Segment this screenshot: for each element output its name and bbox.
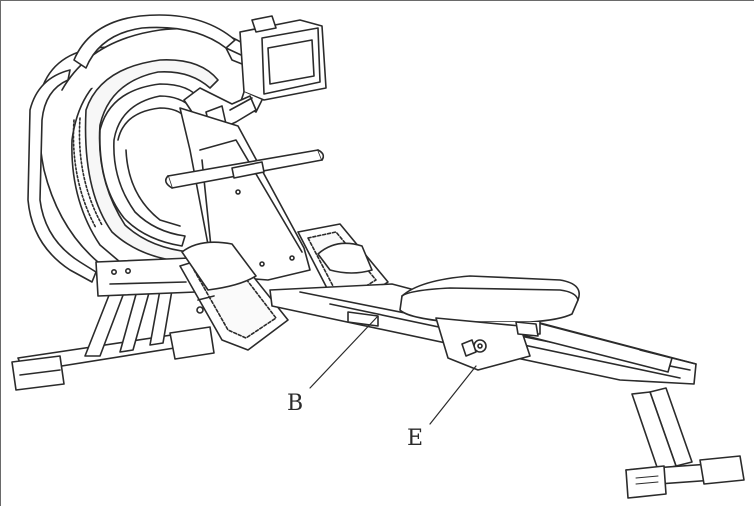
callout-leader-e [429,365,477,425]
left-pedal [179,241,289,351]
callout-label-b: B [287,391,304,416]
front-stabilizer [11,326,215,391]
rear-leg [631,387,693,471]
callout-label-e: E [407,426,424,451]
right-pedal [297,223,389,301]
rear-stabilizer [625,455,745,499]
seat-carriage [435,317,539,371]
handle-bar [164,149,325,189]
monitor [239,15,327,113]
callout-leader-b [309,315,379,389]
